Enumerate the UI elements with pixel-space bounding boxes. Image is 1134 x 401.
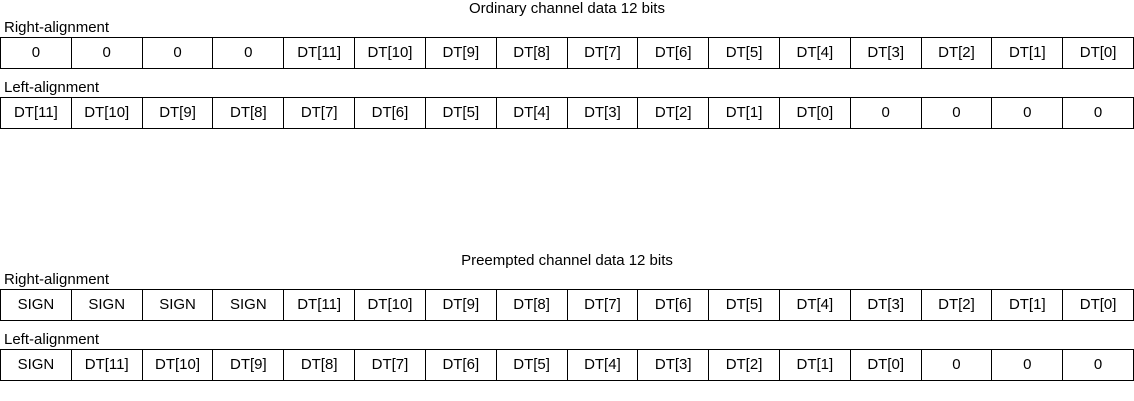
alignment-label-ordinary-right: Right-alignment bbox=[4, 19, 110, 36]
bit-row-ordinary-left: DT[11] DT[10] DT[9] DT[8] DT[7] DT[6] DT… bbox=[0, 97, 1134, 129]
bit-cell: SIGN bbox=[1, 290, 72, 321]
bit-cell: DT[7] bbox=[284, 98, 356, 129]
alignment-label-ordinary-left: Left-alignment bbox=[4, 79, 100, 96]
bit-cell: DT[7] bbox=[355, 350, 426, 381]
bit-cell: DT[10] bbox=[355, 38, 426, 69]
bit-cell: DT[11] bbox=[1, 98, 72, 129]
bit-cell: DT[1] bbox=[709, 98, 780, 129]
alignment-label-preempted-left: Left-alignment bbox=[4, 331, 100, 348]
bit-cell: DT[1] bbox=[992, 290, 1064, 321]
diagram-ordinary-channel: Ordinary channel data 12 bits Right-alig… bbox=[0, 0, 1134, 129]
bit-cell: DT[6] bbox=[638, 290, 710, 321]
bit-cell: DT[6] bbox=[425, 350, 497, 381]
bit-cell: DT[8] bbox=[213, 98, 285, 129]
bit-cell: DT[6] bbox=[355, 98, 426, 129]
bit-cell: 0 bbox=[142, 38, 214, 69]
bit-cell: DT[8] bbox=[496, 290, 568, 321]
spacer bbox=[0, 69, 1134, 78]
bit-cell: 0 bbox=[921, 98, 993, 129]
alignment-block-ordinary-right: Right-alignment 0 0 0 0 DT[11] DT[10] DT… bbox=[0, 18, 1134, 69]
bit-cell: DT[7] bbox=[567, 38, 639, 69]
bit-cell: SIGN bbox=[142, 290, 214, 321]
bit-cell: DT[6] bbox=[638, 38, 710, 69]
bit-cell: DT[11] bbox=[284, 290, 356, 321]
bit-cell: DT[10] bbox=[142, 350, 214, 381]
bit-row-preempted-right: SIGN SIGN SIGN SIGN DT[11] DT[10] DT[9] … bbox=[0, 289, 1134, 321]
bit-cell: DT[0] bbox=[779, 98, 851, 129]
bit-cell: DT[1] bbox=[779, 350, 851, 381]
bit-cell: 0 bbox=[213, 38, 285, 69]
bit-cell: SIGN bbox=[1, 350, 72, 381]
bit-cell: DT[3] bbox=[850, 290, 922, 321]
bit-row-preempted-left: SIGN DT[11] DT[10] DT[9] DT[8] DT[7] DT[… bbox=[0, 349, 1134, 381]
bit-cell: DT[7] bbox=[567, 290, 639, 321]
bit-row-ordinary-right: 0 0 0 0 DT[11] DT[10] DT[9] DT[8] DT[7] … bbox=[0, 37, 1134, 69]
bit-cell: DT[8] bbox=[284, 350, 356, 381]
bit-cell: DT[0] bbox=[1063, 38, 1134, 69]
spacer bbox=[0, 321, 1134, 330]
diagram-title-ordinary: Ordinary channel data 12 bits bbox=[469, 0, 665, 17]
bit-cell: DT[2] bbox=[638, 98, 710, 129]
bit-cell: DT[10] bbox=[355, 290, 426, 321]
bit-cell: DT[4] bbox=[496, 98, 568, 129]
bit-cell: DT[0] bbox=[850, 350, 922, 381]
bit-cell: 0 bbox=[992, 98, 1064, 129]
bit-cell: DT[4] bbox=[779, 38, 851, 69]
bit-cell: DT[0] bbox=[1063, 290, 1134, 321]
bit-cell: 0 bbox=[1, 38, 72, 69]
bit-cell: DT[5] bbox=[425, 98, 497, 129]
bit-cell: DT[3] bbox=[638, 350, 710, 381]
bit-cell: DT[5] bbox=[709, 290, 780, 321]
bit-cell: DT[9] bbox=[425, 38, 497, 69]
bit-cell: SIGN bbox=[71, 290, 143, 321]
bit-cell: DT[8] bbox=[496, 38, 568, 69]
bit-cell: DT[5] bbox=[709, 38, 780, 69]
bit-cell: DT[11] bbox=[71, 350, 143, 381]
bit-cell: DT[4] bbox=[567, 350, 639, 381]
bit-cell: DT[11] bbox=[284, 38, 356, 69]
alignment-block-preempted-right: Right-alignment SIGN SIGN SIGN SIGN DT[1… bbox=[0, 270, 1134, 321]
alignment-block-ordinary-left: Left-alignment DT[11] DT[10] DT[9] DT[8]… bbox=[0, 78, 1134, 129]
alignment-label-preempted-right: Right-alignment bbox=[4, 271, 110, 288]
bit-cell: SIGN bbox=[213, 290, 285, 321]
bit-cell: DT[9] bbox=[213, 350, 285, 381]
bit-cell: 0 bbox=[71, 38, 143, 69]
bit-cell: DT[9] bbox=[425, 290, 497, 321]
bit-cell: DT[5] bbox=[496, 350, 568, 381]
diagram-title-preempted: Preempted channel data 12 bits bbox=[461, 252, 673, 269]
bit-cell: DT[9] bbox=[142, 98, 214, 129]
bit-cell: DT[2] bbox=[709, 350, 780, 381]
bit-cell: DT[4] bbox=[779, 290, 851, 321]
alignment-block-preempted-left: Left-alignment SIGN DT[11] DT[10] DT[9] … bbox=[0, 330, 1134, 381]
bit-cell: 0 bbox=[921, 350, 993, 381]
bit-cell: 0 bbox=[992, 350, 1064, 381]
bit-cell: 0 bbox=[1063, 98, 1134, 129]
bit-cell: 0 bbox=[1063, 350, 1134, 381]
bit-cell: 0 bbox=[850, 98, 922, 129]
bit-cell: DT[10] bbox=[71, 98, 143, 129]
bit-cell: DT[3] bbox=[850, 38, 922, 69]
diagram-preempted-channel: Preempted channel data 12 bits Right-ali… bbox=[0, 252, 1134, 381]
bit-cell: DT[1] bbox=[992, 38, 1064, 69]
bit-cell: DT[2] bbox=[921, 290, 993, 321]
bit-cell: DT[2] bbox=[921, 38, 993, 69]
bit-cell: DT[3] bbox=[567, 98, 639, 129]
